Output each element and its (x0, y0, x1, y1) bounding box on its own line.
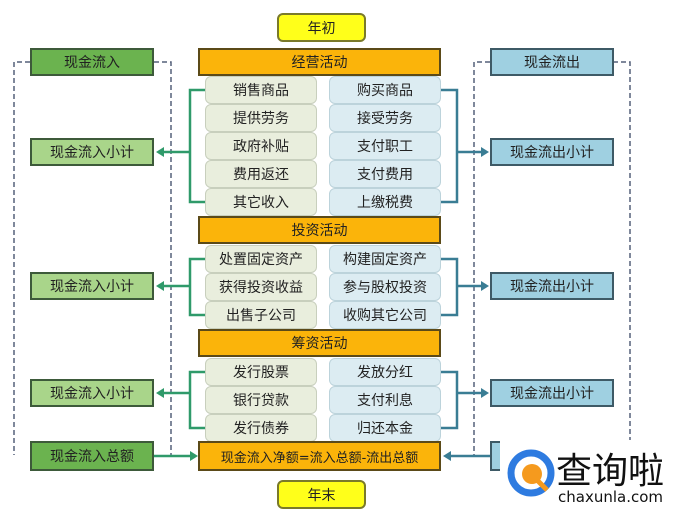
cash-outflow-subtotal: 现金流出小计 (490, 379, 614, 407)
inflow-item: 销售商品 (205, 76, 317, 104)
outflow-item: 归还本金 (329, 414, 441, 442)
inflow-item: 发行债券 (205, 414, 317, 442)
outflow-item: 收购其它公司 (329, 301, 441, 329)
inflow-item: 费用返还 (205, 160, 317, 188)
search-logo-icon (507, 449, 555, 497)
cash-inflow-header: 现金流入 (30, 48, 154, 76)
cash-outflow-header: 现金流出 (490, 48, 614, 76)
cash-inflow-total: 现金流入总额 (30, 441, 154, 471)
outflow-item: 支付费用 (329, 160, 441, 188)
section-investing-header: 投资活动 (198, 216, 441, 244)
inflow-item: 发行股票 (205, 358, 317, 386)
outflow-item: 构建固定资产 (329, 245, 441, 273)
outflow-item: 上缴税费 (329, 188, 441, 216)
year-start-box: 年初 (277, 13, 366, 42)
section-financing-header: 筹资活动 (198, 329, 441, 357)
section-operating-header: 经营活动 (198, 48, 441, 76)
outflow-item: 支付职工 (329, 132, 441, 160)
watermark-name: 查询啦 (556, 451, 665, 492)
inflow-item: 处置固定资产 (205, 245, 317, 273)
cash-inflow-subtotal: 现金流入小计 (30, 272, 154, 300)
outflow-item: 接受劳务 (329, 104, 441, 132)
outflow-item: 购买商品 (329, 76, 441, 104)
cash-inflow-subtotal: 现金流入小计 (30, 379, 154, 407)
cash-outflow-subtotal: 现金流出小计 (490, 272, 614, 300)
outflow-item: 参与股权投资 (329, 273, 441, 301)
inflow-item: 出售子公司 (205, 301, 317, 329)
year-end-box: 年末 (277, 480, 366, 509)
watermark: 查询啦 chaxunla.com (500, 440, 680, 515)
inflow-item: 其它收入 (205, 188, 317, 216)
outflow-item: 发放分红 (329, 358, 441, 386)
cash-inflow-subtotal: 现金流入小计 (30, 138, 154, 166)
cash-outflow-subtotal: 现金流出小计 (490, 138, 614, 166)
inflow-item: 政府补贴 (205, 132, 317, 160)
net-cash-flow-box: 现金流入净额=流入总额-流出总额 (198, 441, 441, 471)
inflow-item: 银行贷款 (205, 386, 317, 414)
watermark-url: chaxunla.com (558, 488, 663, 506)
outflow-item: 支付利息 (329, 386, 441, 414)
inflow-item: 提供劳务 (205, 104, 317, 132)
inflow-item: 获得投资收益 (205, 273, 317, 301)
